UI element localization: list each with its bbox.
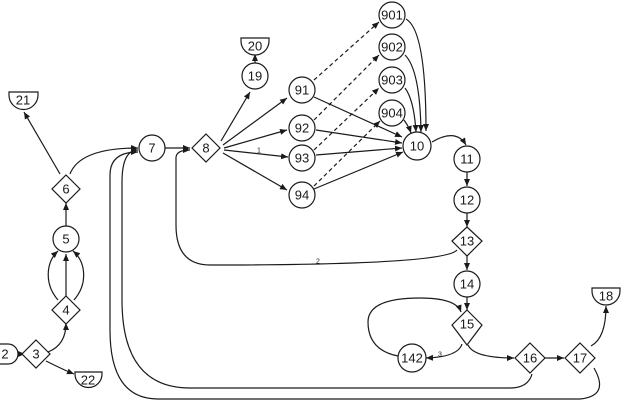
edge-91-901 — [313, 21, 380, 81]
edge-92-10 — [315, 129, 403, 145]
edge-92-902 — [313, 54, 380, 121]
process-node-12[interactable]: 12 — [453, 186, 481, 214]
process-node-93[interactable]: 93 — [288, 144, 316, 172]
edge-3-22 — [45, 360, 75, 375]
node-label-10: 10 — [410, 139, 424, 154]
node-label-91: 91 — [295, 83, 309, 98]
edge-6-7 — [69, 145, 139, 175]
edge-6-21 — [23, 111, 61, 175]
process-node-10[interactable]: 10 — [402, 131, 432, 161]
edge-8-93 — [223, 149, 289, 160]
edge-91-10 — [313, 96, 403, 138]
process-node-94[interactable]: 94 — [288, 181, 316, 209]
node-label-11: 11 — [460, 152, 474, 167]
node-label-8: 8 — [202, 141, 209, 156]
edge-17-18 — [590, 305, 609, 347]
edge-15-142 — [425, 343, 463, 361]
edge-93-10 — [315, 145, 403, 156]
node-label-7: 7 — [148, 141, 155, 156]
edge-94-904 — [313, 120, 381, 187]
process-node-19[interactable]: 19 — [241, 62, 269, 90]
process-node-91[interactable]: 91 — [288, 76, 316, 104]
decision-node-15[interactable]: 15 — [451, 309, 483, 346]
edge-902-10 — [404, 54, 424, 133]
node-label-902: 902 — [381, 40, 403, 55]
process-node-11[interactable]: 11 — [453, 145, 481, 173]
node-label-22: 22 — [81, 373, 95, 388]
edge-903-10 — [404, 87, 419, 133]
edge-8-19 — [220, 91, 251, 142]
process-node-903[interactable]: 903 — [378, 66, 406, 94]
edge-8-94 — [222, 152, 288, 191]
edge-label-13-8: 2 — [316, 259, 320, 266]
edge-label-8-93: 1 — [257, 148, 261, 155]
node-label-904: 904 — [381, 106, 403, 121]
decision-node-13[interactable]: 13 — [451, 226, 483, 257]
node-label-16: 16 — [523, 351, 537, 366]
process-node-142[interactable]: 142 — [397, 343, 427, 373]
decision-node-6[interactable]: 6 — [51, 174, 81, 204]
edge-13-8 — [175, 147, 458, 266]
node-label-12: 12 — [460, 193, 474, 208]
edge-4-5-right — [72, 250, 85, 301]
node-label-20: 20 — [248, 39, 262, 54]
process-node-14[interactable]: 14 — [453, 270, 481, 298]
edges: 1 2 3 — [13, 18, 609, 400]
process-node-5[interactable]: 5 — [52, 225, 80, 253]
node-label-903: 903 — [381, 73, 403, 88]
edge-901-10 — [405, 18, 429, 132]
decision-node-16[interactable]: 16 — [514, 342, 546, 374]
process-node-92[interactable]: 92 — [288, 114, 316, 142]
node-label-13: 13 — [460, 234, 474, 249]
node-label-93: 93 — [295, 151, 309, 166]
process-node-902[interactable]: 902 — [378, 33, 406, 61]
edge-3-4 — [47, 322, 69, 353]
node-label-19: 19 — [248, 69, 262, 84]
terminal-node-21[interactable]: 21 — [8, 91, 39, 111]
edge-15-16 — [467, 344, 515, 361]
edge-10-11 — [431, 135, 467, 146]
node-label-3: 3 — [32, 347, 39, 362]
node-label-5: 5 — [62, 232, 69, 247]
edge-8-91 — [222, 97, 288, 146]
node-label-18: 18 — [599, 289, 613, 304]
decision-node-17[interactable]: 17 — [564, 342, 596, 374]
terminal-node-20[interactable]: 20 — [240, 37, 270, 56]
node-label-2: 2 — [1, 347, 8, 362]
node-label-92: 92 — [295, 121, 309, 136]
nodes: 2 22 21 20 18 3 4 6 — [0, 1, 621, 389]
node-label-21: 21 — [16, 93, 30, 108]
process-node-901[interactable]: 901 — [378, 1, 406, 29]
node-label-17: 17 — [573, 351, 587, 366]
edge-142-15 — [367, 297, 462, 357]
node-label-15: 15 — [460, 317, 474, 332]
decision-node-8[interactable]: 8 — [191, 133, 221, 163]
terminal-node-18[interactable]: 18 — [591, 287, 621, 306]
decision-node-3[interactable]: 3 — [21, 339, 51, 369]
process-node-7[interactable]: 7 — [138, 134, 166, 162]
node-label-94: 94 — [295, 188, 309, 203]
edge-904-10 — [403, 119, 412, 134]
edge-17-7 — [109, 149, 601, 400]
node-label-901: 901 — [381, 8, 403, 23]
terminal-node-2[interactable]: 2 — [0, 343, 19, 365]
edge-93-903 — [313, 87, 380, 151]
decision-node-4[interactable]: 4 — [51, 295, 81, 325]
node-label-6: 6 — [62, 182, 69, 197]
terminal-node-22[interactable]: 22 — [74, 371, 103, 389]
edge-16-7 — [121, 147, 533, 389]
edge-94-10 — [313, 151, 404, 190]
node-label-4: 4 — [62, 303, 69, 318]
process-node-904[interactable]: 904 — [378, 99, 406, 127]
edge-label-15-142: 3 — [438, 352, 442, 359]
node-label-142: 142 — [401, 351, 423, 366]
edge-8-92 — [223, 129, 288, 149]
node-label-14: 14 — [460, 277, 474, 292]
edge-4-5-left — [47, 250, 59, 301]
